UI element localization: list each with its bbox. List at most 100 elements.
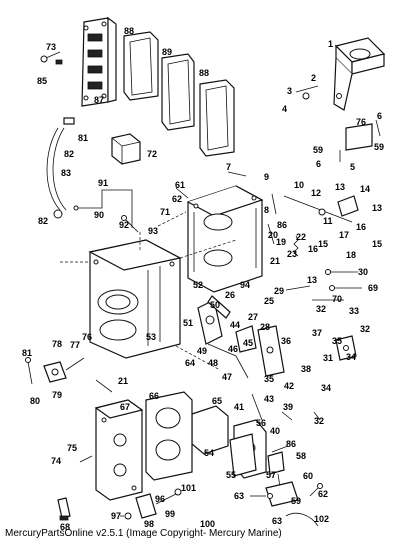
- callout-59c: 59: [291, 496, 301, 506]
- callout-77: 77: [70, 340, 80, 350]
- callout-68: 68: [60, 522, 70, 532]
- callout-28: 28: [260, 322, 270, 332]
- gasket-88-lower[interactable]: [199, 79, 235, 157]
- callout-8: 8: [264, 205, 269, 215]
- callout-86a: 86: [277, 220, 287, 230]
- screw-63[interactable]: [250, 493, 273, 499]
- callout-13a: 13: [335, 182, 345, 192]
- screw-62[interactable]: [309, 483, 323, 497]
- callout-99: 99: [165, 509, 175, 519]
- reed-plate-87[interactable]: [81, 16, 117, 107]
- callout-59a: 59: [313, 145, 323, 155]
- callout-18: 18: [346, 250, 356, 260]
- cylinder-block-53[interactable]: [88, 239, 182, 359]
- callout-16b: 16: [308, 244, 318, 254]
- callout-78: 78: [52, 339, 62, 349]
- callout-76b: 76: [82, 332, 92, 342]
- screw-81[interactable]: [25, 357, 33, 385]
- callout-41: 41: [234, 402, 244, 412]
- callout-25: 25: [264, 296, 274, 306]
- callout-87: 87: [94, 95, 104, 105]
- hose-102[interactable]: [285, 512, 319, 527]
- callout-90: 90: [94, 210, 104, 220]
- callout-13b: 13: [372, 203, 382, 213]
- callout-85: 85: [37, 76, 47, 86]
- callout-65: 65: [212, 396, 222, 406]
- pump-98[interactable]: [135, 488, 182, 519]
- spark-plug-68[interactable]: [57, 497, 71, 521]
- spring-15[interactable]: [293, 235, 299, 257]
- bracket-1[interactable]: [333, 37, 386, 111]
- bracket-34[interactable]: [335, 335, 357, 361]
- callout-32b: 32: [360, 324, 370, 334]
- bolt-85[interactable]: [40, 51, 63, 65]
- linkage-11[interactable]: [283, 195, 359, 223]
- callout-98: 98: [144, 519, 154, 529]
- callout-39: 39: [283, 402, 293, 412]
- callout-15b: 15: [372, 239, 382, 249]
- callout-4: 4: [282, 104, 287, 114]
- screws-misc[interactable]: [79, 171, 321, 463]
- bracket-42[interactable]: [257, 325, 285, 377]
- crankcase-71[interactable]: [187, 185, 264, 293]
- callout-100: 100: [200, 519, 215, 529]
- callout-34b: 34: [321, 383, 331, 393]
- callout-94: 94: [240, 280, 250, 290]
- link-rod-91[interactable]: [73, 189, 133, 228]
- screw-92[interactable]: [121, 215, 139, 233]
- callout-13c: 13: [307, 275, 317, 285]
- gasket-88-upper[interactable]: [123, 31, 159, 101]
- callout-35: 35: [332, 336, 342, 346]
- lever-44[interactable]: [235, 325, 257, 353]
- rod-29[interactable]: [285, 285, 344, 301]
- bracket-5[interactable]: [339, 119, 381, 162]
- callout-47: 47: [222, 372, 232, 382]
- callout-27: 27: [248, 312, 258, 322]
- callout-19: 19: [276, 237, 286, 247]
- callout-labels: 73 85 88 89 88 87 1 2 3 4 76 6 59 59 5 6…: [22, 26, 384, 532]
- callout-49: 49: [197, 346, 207, 356]
- callout-36: 36: [281, 336, 291, 346]
- screw-69[interactable]: [329, 285, 363, 291]
- callout-88a: 88: [124, 26, 134, 36]
- cylinder-head-67[interactable]: [94, 399, 144, 501]
- callout-1: 1: [328, 39, 333, 49]
- callout-60: 60: [303, 471, 313, 481]
- callout-17: 17: [339, 230, 349, 240]
- callout-44: 44: [230, 320, 240, 330]
- callout-26: 26: [225, 290, 235, 300]
- water-fitting-79[interactable]: [43, 357, 85, 383]
- callout-7: 7: [226, 162, 231, 172]
- callout-29: 29: [274, 286, 284, 296]
- callout-86b: 86: [286, 439, 296, 449]
- callout-72: 72: [147, 149, 157, 159]
- module-72[interactable]: [111, 133, 141, 165]
- callout-81b: 81: [22, 348, 32, 358]
- callout-88b: 88: [199, 68, 209, 78]
- callout-3: 3: [287, 86, 292, 96]
- thermostat-housing-55[interactable]: [229, 433, 257, 477]
- callout-11: 11: [323, 216, 333, 226]
- link-48[interactable]: [207, 343, 249, 379]
- callout-102: 102: [314, 514, 329, 524]
- bracket-59[interactable]: [265, 481, 299, 507]
- callout-52: 52: [193, 280, 203, 290]
- cover-89[interactable]: [161, 53, 195, 131]
- callout-73: 73: [46, 42, 56, 52]
- gasket-65[interactable]: [191, 405, 229, 455]
- callout-56: 56: [256, 418, 266, 428]
- hose-83[interactable]: [46, 117, 75, 219]
- callout-32a: 32: [316, 304, 326, 314]
- callout-82b: 82: [38, 216, 48, 226]
- callout-21b: 21: [118, 376, 128, 386]
- screw-30[interactable]: [325, 269, 359, 275]
- fitting-97[interactable]: [120, 512, 132, 520]
- callout-67: 67: [120, 402, 130, 412]
- callout-48: 48: [208, 358, 218, 368]
- callout-54: 54: [204, 448, 214, 458]
- lever-50[interactable]: [207, 295, 231, 319]
- callout-16a: 16: [356, 222, 366, 232]
- screw-3[interactable]: [295, 85, 319, 100]
- head-gasket-66[interactable]: [145, 391, 193, 481]
- callout-80: 80: [30, 396, 40, 406]
